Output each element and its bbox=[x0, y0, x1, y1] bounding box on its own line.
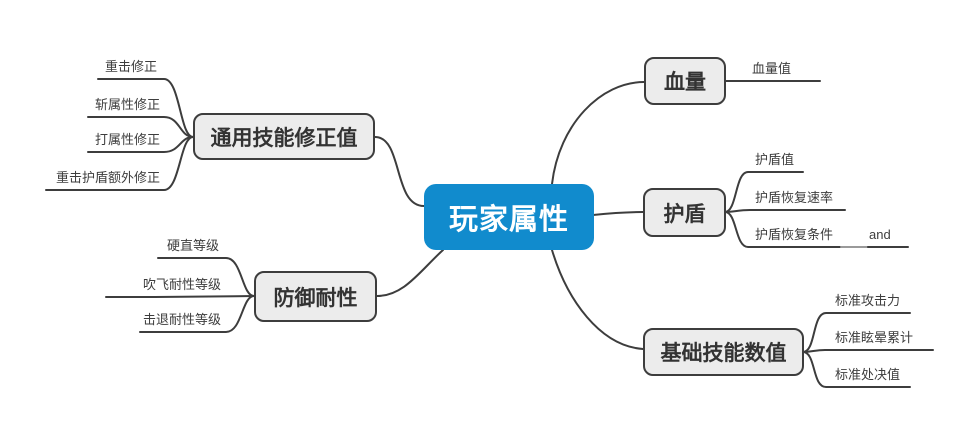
leaf-slash-mod[interactable]: 斩属性修正 bbox=[95, 97, 161, 112]
underline-knockback-level bbox=[139, 295, 255, 333]
topic-general-skill-mods[interactable]: 通用技能修正值 bbox=[193, 113, 375, 160]
underline-heavy-shield-mod bbox=[45, 136, 194, 191]
connector-root-hp bbox=[551, 81, 645, 185]
underline-stagger-level bbox=[157, 257, 255, 297]
underline-std-execute bbox=[802, 351, 911, 388]
topic-hp[interactable]: 血量 bbox=[644, 57, 726, 105]
connector-root-base-skill bbox=[551, 249, 644, 350]
leaf-std-stun-accum[interactable]: 标准眩晕累计 bbox=[835, 330, 914, 345]
leaf-heavy-hit-mod[interactable]: 重击修正 bbox=[105, 59, 158, 74]
leaf-shield-value[interactable]: 护盾值 bbox=[755, 152, 795, 167]
underline-heavy-hit-mod bbox=[97, 78, 194, 138]
underline-knockup-level bbox=[105, 295, 255, 298]
underline-shield-value bbox=[724, 171, 804, 213]
leaf-shield-regen-rate[interactable]: 护盾恢复速率 bbox=[755, 190, 834, 205]
root-topic-player-attributes[interactable]: 玩家属性 bbox=[424, 184, 594, 250]
leaf-shield-regen-cond[interactable]: 护盾恢复条件 bbox=[755, 227, 834, 242]
underline-shield-regen-rate bbox=[724, 209, 846, 213]
underline-std-stun bbox=[802, 349, 934, 353]
leaf-knockback-level[interactable]: 击退耐性等级 bbox=[143, 312, 222, 327]
connector-root-general-mods bbox=[374, 136, 425, 207]
leaf-blunt-mod[interactable]: 打属性修正 bbox=[95, 132, 161, 147]
topic-base-skill-values[interactable]: 基础技能数值 bbox=[643, 328, 804, 376]
leaf-std-execute-value[interactable]: 标准处决值 bbox=[835, 367, 901, 382]
connector-root-defense bbox=[376, 249, 444, 297]
leaf-hp-value[interactable]: 血量值 bbox=[752, 61, 792, 76]
leaf-std-attack[interactable]: 标准攻击力 bbox=[835, 293, 901, 308]
topic-shield[interactable]: 护盾 bbox=[643, 188, 726, 237]
leaf-stagger-level[interactable]: 硬直等级 bbox=[167, 238, 220, 253]
leaf-heavy-shield-mod[interactable]: 重击护盾额外修正 bbox=[56, 170, 161, 185]
connector-root-shield bbox=[592, 211, 644, 216]
underline-slash-mod bbox=[87, 116, 194, 138]
underline-shield-regen-condition bbox=[724, 211, 842, 248]
leaf-knockup-level[interactable]: 吹飞耐性等级 bbox=[143, 277, 222, 292]
underline-std-attack bbox=[802, 312, 911, 353]
label-and-annotation[interactable]: and bbox=[869, 227, 891, 242]
topic-defense-resistance[interactable]: 防御耐性 bbox=[254, 271, 377, 322]
